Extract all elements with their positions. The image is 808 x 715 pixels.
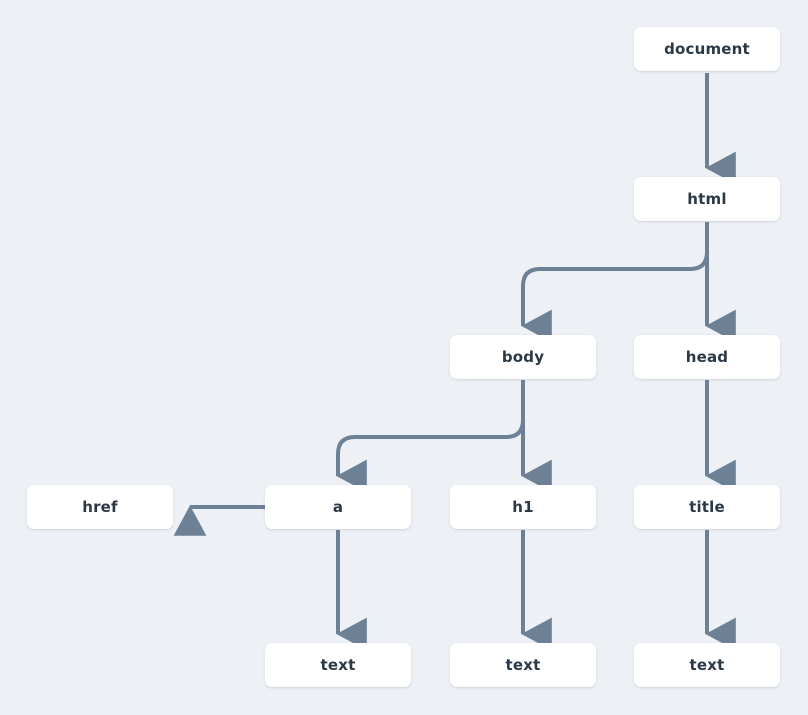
node-label: body [501, 348, 545, 366]
node-body[interactable]: body [450, 335, 596, 379]
node-label: text [320, 656, 356, 674]
node-text-h1[interactable]: text [450, 643, 596, 687]
node-label: text [505, 656, 541, 674]
node-head[interactable]: head [634, 335, 780, 379]
node-a[interactable]: a [265, 485, 411, 529]
node-text-title[interactable]: text [634, 643, 780, 687]
node-label: text [689, 656, 725, 674]
node-document[interactable]: document [634, 27, 780, 71]
node-label: href [82, 498, 118, 516]
node-h1[interactable]: h1 [450, 485, 596, 529]
edge-body-a [336, 380, 525, 493]
node-title[interactable]: title [634, 485, 780, 529]
node-label: title [689, 498, 725, 516]
node-label: document [664, 40, 750, 58]
node-label: a [332, 498, 344, 516]
edge-html-body [521, 222, 709, 343]
node-label: h1 [512, 498, 534, 516]
node-href[interactable]: href [27, 485, 173, 529]
node-text-a[interactable]: text [265, 643, 411, 687]
node-label: head [685, 348, 729, 366]
node-html[interactable]: html [634, 177, 780, 221]
node-label: html [687, 190, 727, 208]
